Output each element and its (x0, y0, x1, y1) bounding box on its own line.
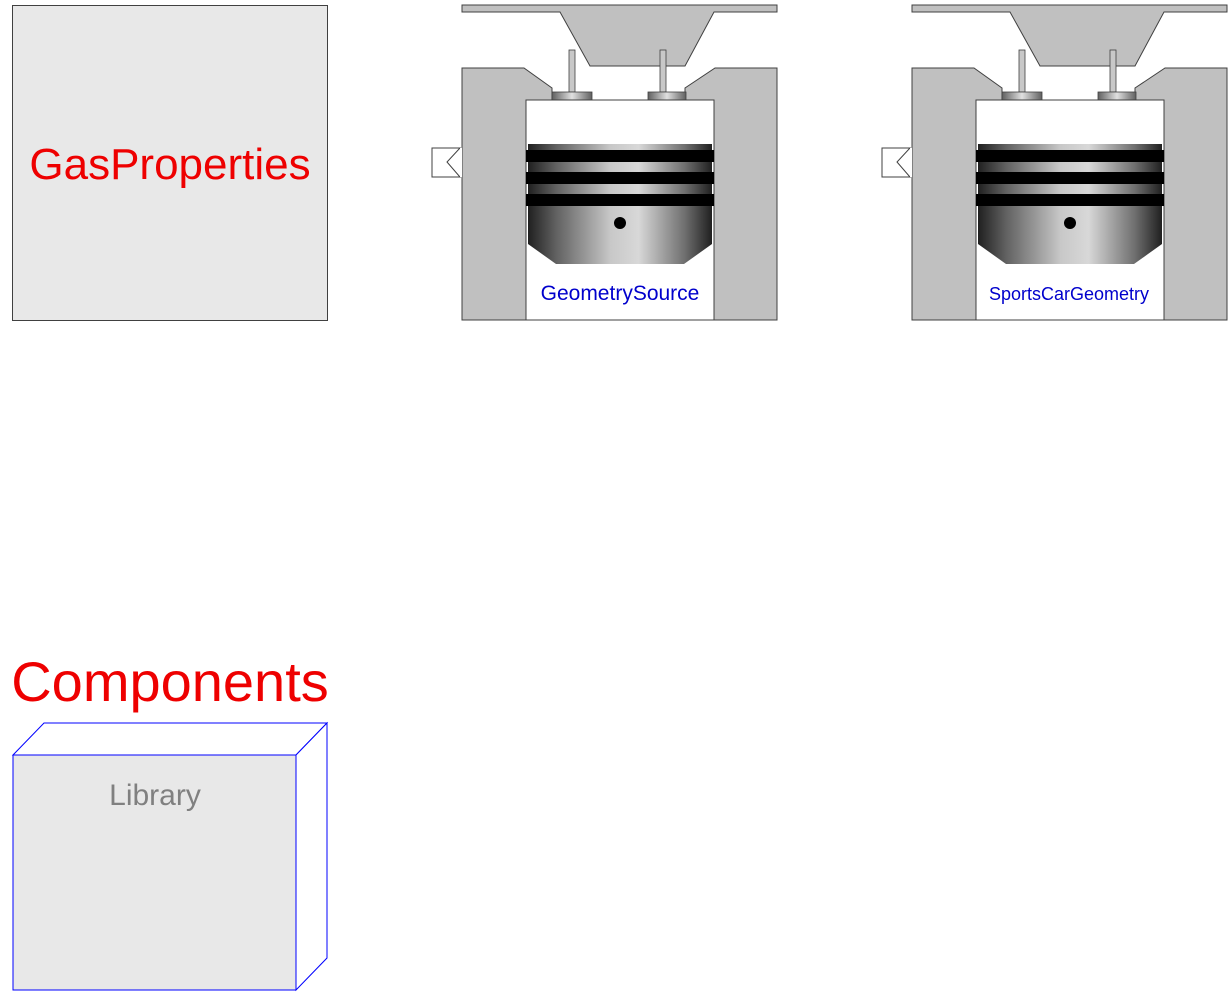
sports-car-geometry-label: SportsCarGeometry (989, 284, 1149, 304)
library-label: Library (109, 779, 201, 812)
engine-cylinder-icon: SportsCarGeometry (881, 4, 1228, 321)
gas-properties-record-icon: GasProperties (12, 5, 328, 321)
gas-properties-label: GasProperties (29, 140, 310, 189)
components-title: Components (11, 650, 329, 713)
library-package-icon: Components Library (11, 650, 329, 992)
geometry-source-label: GeometrySource (541, 282, 700, 305)
components-package-block[interactable]: Components Library (0, 645, 340, 995)
engine-cylinder-icon: GeometrySource (431, 4, 778, 321)
gas-properties-block[interactable]: GasProperties (12, 5, 328, 321)
sports-car-geometry-block[interactable]: SportsCarGeometry (880, 4, 1230, 322)
geometry-source-block[interactable]: GeometrySource (430, 4, 780, 322)
